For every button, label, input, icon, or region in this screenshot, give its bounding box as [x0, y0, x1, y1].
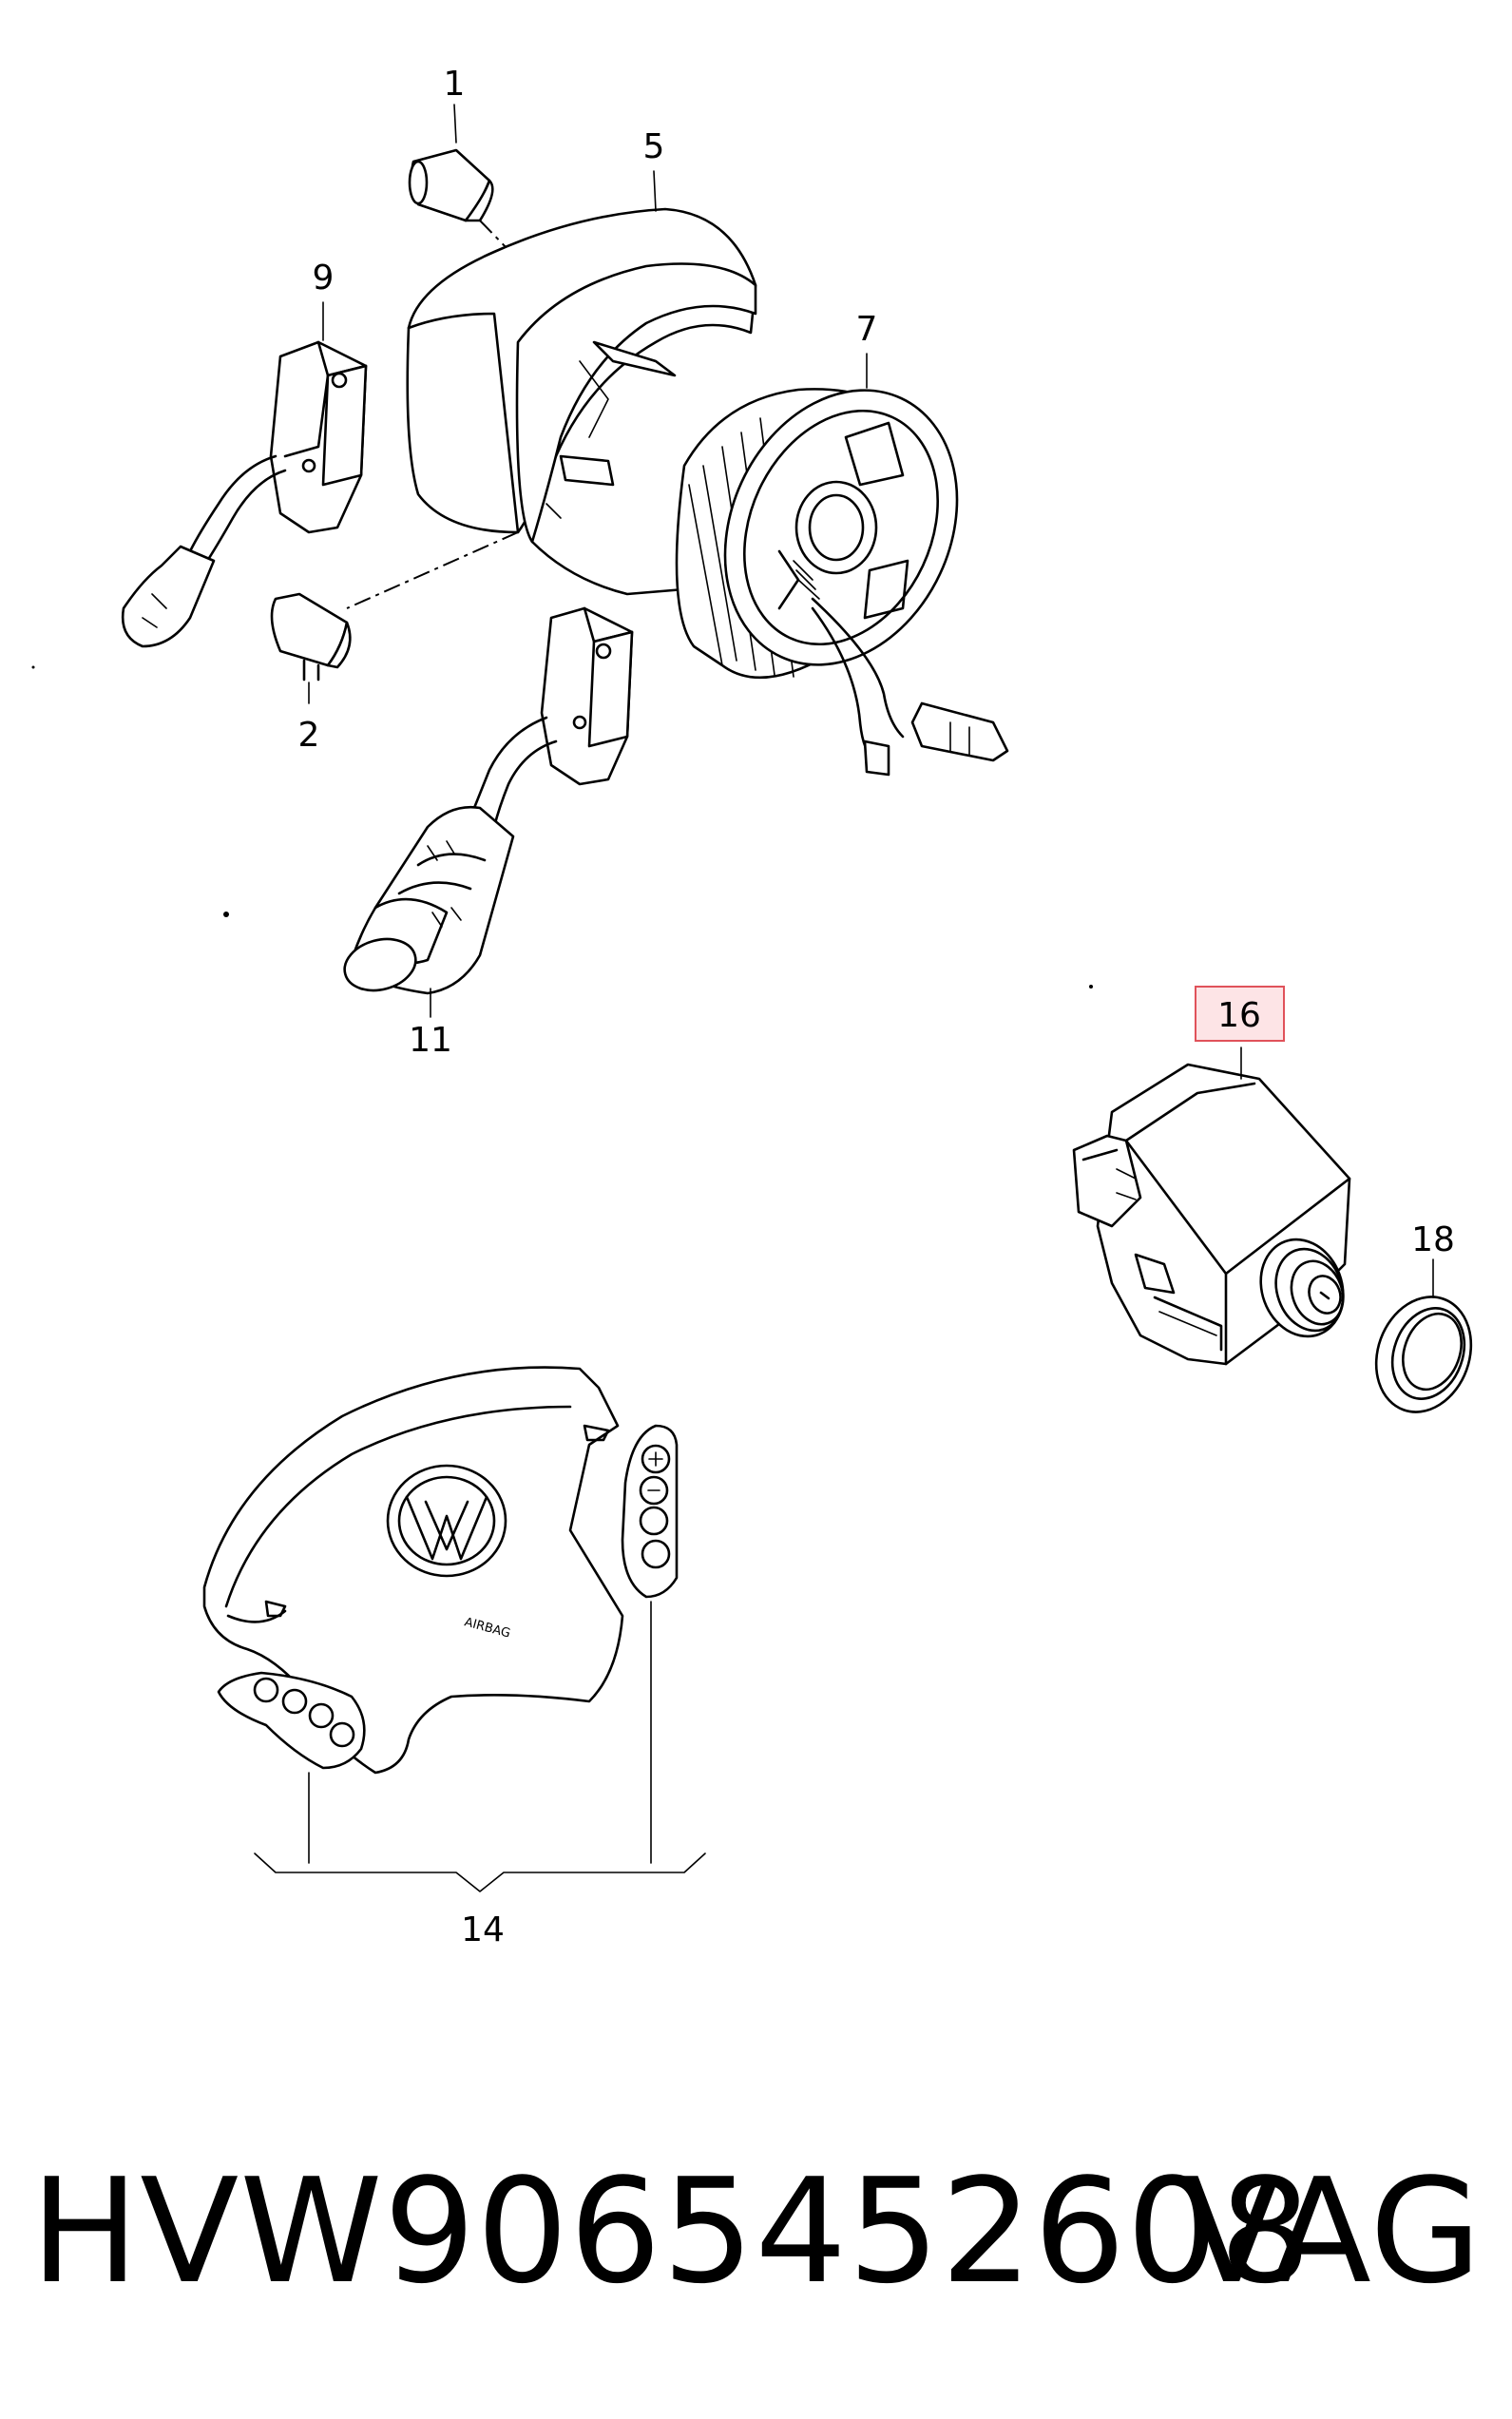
- part-11-turn-signal-stalk: [343, 606, 634, 995]
- brand: VAG: [1182, 2147, 1483, 2315]
- callout-16-highlight: [1195, 986, 1285, 1042]
- callout-14: 14: [461, 1910, 505, 1949]
- callout-11: 11: [409, 1021, 452, 1060]
- part-16-ignition-lock: [1072, 1063, 1351, 1366]
- part-18-ring: [1374, 1296, 1473, 1413]
- part-5-column-housing: [346, 207, 757, 609]
- part-2-cover: [270, 592, 352, 682]
- caption: HVW9065452608 VAG: [30, 2147, 1483, 2315]
- callout-7: 7: [856, 310, 878, 349]
- part-9-wiper-stalk: [121, 340, 368, 648]
- leader-lines: [254, 104, 1434, 1892]
- part-1-bulb: [408, 148, 571, 315]
- stray-marks: [31, 665, 1093, 989]
- part-7-clock-spring: [675, 388, 1009, 777]
- callout-9: 9: [313, 259, 335, 298]
- part-14-airbag-cover: AIRBAG: [202, 1366, 679, 1775]
- callout-2: 2: [298, 716, 320, 755]
- callout-18: 18: [1411, 1220, 1455, 1259]
- callout-5: 5: [643, 127, 665, 166]
- callout-16: 16: [1217, 996, 1261, 1035]
- callout-1: 1: [444, 65, 466, 104]
- callouts: 1 5 7 9 2 11 14 16 18: [298, 65, 1455, 1949]
- part-number: HVW9065452608: [30, 2147, 1312, 2315]
